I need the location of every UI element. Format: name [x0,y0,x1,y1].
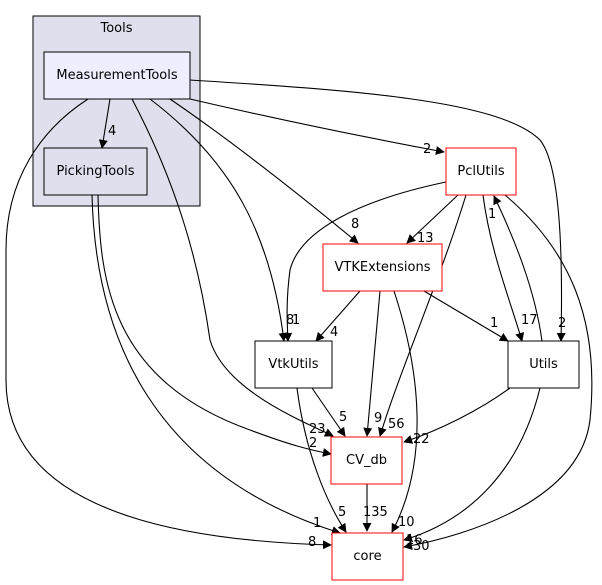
edge-vtkutils-core[interactable]: 5 [296,387,347,533]
edge-label: 1 [490,316,498,331]
edge-vtkextensions-core[interactable]: 10 [391,290,418,533]
edge-measurementtools-utils[interactable]: 2 [189,79,566,342]
edge-utils-pclutils[interactable]: 1 [488,195,543,342]
edge-label: 9 [374,411,382,426]
edge-label: 4 [330,325,338,340]
edge-label: 8 [308,535,316,550]
edge-cv_db-core[interactable]: 135 [362,484,388,532]
edge-label: 2 [423,142,431,157]
edge-label: 1 [313,516,321,531]
nodes: MeasurementTools PickingTools PclUtils V… [43,51,580,581]
edge-label: 5 [339,410,347,425]
edge-label: 1 [292,313,300,328]
edge-vtkutils-cv_db[interactable]: 5 [311,387,347,437]
edge-vtkextensions-utils[interactable]: 1 [423,290,509,342]
edge-pclutils-vtkextensions[interactable]: 13 [406,194,459,246]
edge-label: 13 [417,231,434,246]
node-label: CV_db [346,453,387,468]
edge-label: 2 [558,316,566,331]
node-measurementtools[interactable]: MeasurementTools [43,51,191,100]
edge-label: 135 [363,505,388,520]
node-pickingtools[interactable]: PickingTools [43,147,148,196]
edge-utils-core[interactable]: 16 [403,387,541,548]
edge-label: 17 [521,313,538,328]
edge-measurementtools-pickingtools[interactable]: 4 [98,98,116,149]
edge-label: 22 [413,432,430,447]
edge-label: 8 [286,313,294,328]
node-label: PickingTools [57,164,135,179]
cluster-tools-label: Tools [99,21,132,36]
node-core[interactable]: core [331,532,404,581]
edge-utils-cv_db[interactable]: 22 [403,387,511,447]
edge-label: 56 [388,417,405,432]
edge-label: 5 [338,505,346,520]
edge-label: 8 [351,217,359,232]
edge-pickingtools-core[interactable]: 1 [91,194,341,535]
edge-measurementtools-core[interactable]: 8 [5,98,332,550]
node-label: VtkUtils [268,357,318,372]
edge-pclutils-utils[interactable]: 17 [482,194,538,342]
edge-measurementtools-vtkextensions[interactable]: 8 [169,98,359,244]
node-vtkutils[interactable]: VtkUtils [254,340,333,389]
edge-label: 10 [398,515,415,530]
edge-measurementtools-cv_db[interactable]: 23 [131,98,334,437]
edge-pclutils-cv_db[interactable]: 56 [378,194,467,437]
edge-label: 4 [108,124,116,139]
edge-pickingtools-cv_db[interactable]: 2 [97,194,332,457]
node-cv_db[interactable]: CV_db [330,436,403,485]
edge-label: 1 [488,207,496,222]
node-label: MeasurementTools [56,68,177,83]
edges: 4 2 8 8 2 23 8 2 [5,79,593,554]
edge-vtkextensions-vtkutils[interactable]: 4 [315,290,361,342]
node-label: PclUtils [457,164,504,179]
edge-label: 30 [413,539,430,554]
node-label: Utils [529,357,558,372]
edge-label: 2 [309,436,317,451]
node-label: core [353,549,381,564]
edge-pclutils-vtkutils[interactable]: 1 [283,181,447,342]
edge-vtkextensions-cv_db[interactable]: 9 [363,290,382,437]
edge-measurementtools-pclutils[interactable]: 2 [189,98,445,157]
node-vtkextensions[interactable]: VTKExtensions [322,243,443,292]
edge-label: 16 [406,533,423,548]
node-pclutils[interactable]: PclUtils [445,147,517,196]
node-utils[interactable]: Utils [507,340,580,389]
edge-pclutils-core[interactable]: 30 [403,194,593,554]
edge-measurementtools-vtkutils[interactable]: 8 [149,98,294,342]
node-label: VTKExtensions [335,260,431,275]
edge-label: 23 [309,422,326,437]
